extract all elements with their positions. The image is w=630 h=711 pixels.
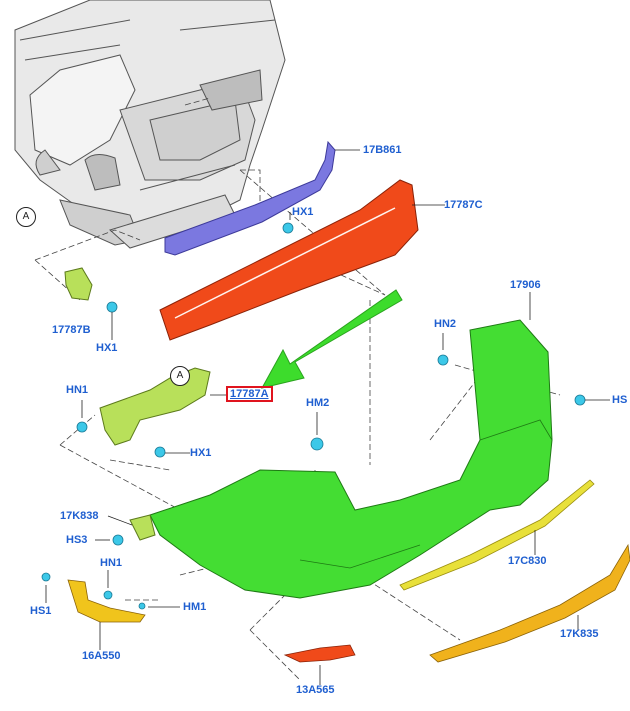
absorber-highlight bbox=[174, 207, 396, 319]
pointer-arrow bbox=[261, 289, 403, 389]
label-16a550: 16A550 bbox=[82, 650, 121, 662]
clip-hs3 bbox=[112, 534, 124, 546]
label-hs3: HS3 bbox=[66, 534, 88, 546]
corner-bracket-16a550 bbox=[67, 579, 146, 623]
clip-hm2 bbox=[310, 437, 324, 451]
clip-hs bbox=[574, 394, 586, 406]
bumper-crease bbox=[479, 419, 553, 441]
clip-hx1-left bbox=[106, 301, 118, 313]
clip-hs1 bbox=[41, 572, 51, 582]
label-hm1: HM1 bbox=[183, 601, 207, 613]
label-17787b: 17787B bbox=[52, 324, 91, 336]
label-hn1-low: HN1 bbox=[100, 557, 123, 569]
guide-lines bbox=[34, 97, 561, 681]
label-17906: 17906 bbox=[510, 279, 541, 291]
label-17787c: 17787C bbox=[444, 199, 483, 211]
callout-a-bracket: A bbox=[170, 366, 190, 386]
label-hs1: HS1 bbox=[30, 605, 52, 617]
clip-hn2 bbox=[437, 354, 449, 366]
clip-hx1-mid bbox=[154, 446, 166, 458]
bracket-17787a bbox=[99, 367, 211, 446]
label-hx1-top: HX1 bbox=[292, 206, 314, 218]
label-13a565: 13A565 bbox=[296, 684, 335, 696]
label-17787a-highlighted: 17787A bbox=[226, 386, 273, 402]
lower-trim-17k835 bbox=[429, 543, 630, 663]
reinforcement-17b861 bbox=[164, 140, 336, 256]
label-hs: HS bbox=[612, 394, 628, 406]
bracket-17k838 bbox=[129, 514, 156, 541]
label-17k835: 17K835 bbox=[560, 628, 599, 640]
reflector-13a565 bbox=[283, 644, 356, 663]
label-hn2: HN2 bbox=[434, 318, 457, 330]
clip-hn1-left bbox=[76, 421, 88, 433]
vehicle-body bbox=[14, 0, 286, 249]
fastener-clips bbox=[41, 222, 586, 610]
callout-a-body: A bbox=[16, 207, 36, 227]
bumper-cover-17906 bbox=[149, 319, 553, 599]
label-hn1-left: HN1 bbox=[66, 384, 89, 396]
clip-hm1 bbox=[138, 602, 146, 610]
label-hm2: HM2 bbox=[306, 397, 330, 409]
leader-lines bbox=[45, 149, 610, 685]
label-hx1-left: HX1 bbox=[96, 342, 118, 354]
label-17k838: 17K838 bbox=[60, 510, 99, 522]
label-hx1-mid: HX1 bbox=[190, 447, 212, 459]
label-17b861: 17B861 bbox=[363, 144, 402, 156]
clip-hx1-top bbox=[282, 222, 294, 234]
label-17c830: 17C830 bbox=[508, 555, 547, 567]
energy-absorber-17787c bbox=[159, 179, 419, 341]
trim-strip-17c830 bbox=[399, 479, 595, 591]
bracket-17787b bbox=[64, 267, 93, 301]
bumper-lower-edge bbox=[299, 544, 421, 569]
clip-hn1-low bbox=[103, 590, 113, 600]
